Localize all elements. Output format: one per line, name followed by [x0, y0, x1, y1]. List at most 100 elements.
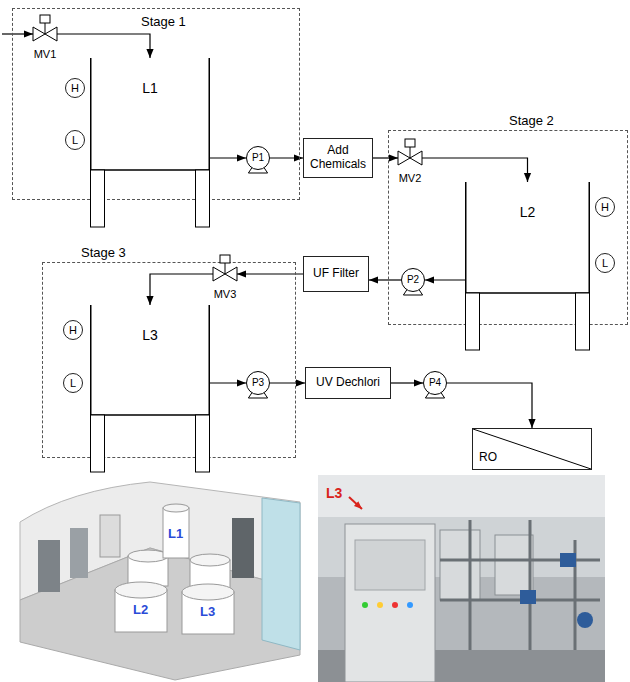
tank-leg [91, 415, 105, 472]
stage-region: Stage 2MV2L2HLP2 [388, 130, 628, 325]
render-tank [163, 508, 189, 558]
pipe-connector [447, 383, 532, 428]
tank-walls [91, 58, 210, 170]
photo-cabinet-panel [355, 540, 425, 590]
pump-casing [247, 372, 270, 395]
level-switch: L [65, 130, 85, 150]
motorized-valve: MV1 [33, 27, 57, 41]
level-label: H [69, 324, 77, 337]
valve-label: MV2 [399, 172, 422, 184]
tank: L1 [90, 58, 210, 170]
level-switch: H [63, 320, 83, 340]
tank-label: L2 [520, 204, 536, 220]
pump: P3 [246, 371, 270, 395]
process-label: UF Filter [313, 267, 359, 281]
valve-label-holder: MV3 [214, 284, 237, 302]
process-label: UV Dechlori [316, 376, 380, 390]
valve-actuator [220, 255, 230, 263]
valve-symbol [398, 151, 422, 165]
tank-walls [466, 182, 590, 293]
valve-symbol [213, 267, 237, 281]
photo-valve [520, 590, 536, 604]
photo-ceiling [318, 475, 605, 517]
illustration-label: L2 [133, 602, 148, 617]
process-box: Add Chemicals [303, 138, 373, 178]
render-panel [232, 518, 254, 578]
level-switch: L [63, 373, 83, 393]
tank: L2 [465, 182, 590, 293]
pipe-connector [270, 157, 303, 158]
pipe-connector [373, 157, 398, 158]
tank-outline [90, 305, 210, 415]
pump-label: P1 [252, 152, 264, 164]
ro-diagonal [473, 429, 591, 469]
valve-label: MV1 [34, 48, 57, 60]
connector-group [57, 34, 532, 428]
render-floor [20, 548, 300, 680]
render-tank-top [182, 584, 234, 600]
render-cabinet [70, 528, 88, 578]
illustration-label: L3 [326, 485, 342, 501]
stage-heading: Stage 3 [81, 245, 126, 260]
pipe-connector [237, 273, 303, 274]
photo-vessel [495, 535, 533, 595]
label-holder: L3 [326, 484, 342, 502]
tank-leg [196, 170, 210, 227]
pump-label: P2 [407, 274, 419, 286]
pipe-connector [425, 279, 465, 280]
heading-holder: Stage 3 [81, 243, 126, 261]
render-tank-top [163, 504, 189, 512]
valve-stem [410, 147, 411, 158]
pump-label: P4 [429, 377, 441, 389]
level-label: H [71, 82, 79, 95]
pump: P2 [401, 268, 425, 292]
motorized-valve: MV3 [213, 267, 237, 281]
level-label: L [70, 377, 76, 390]
render-dosing-tank [100, 515, 120, 557]
stage-region: Stage 1 MV1L1 H L P1 [12, 8, 300, 200]
pipe-connector [391, 382, 423, 383]
stage-heading: Stage 1 [141, 14, 186, 29]
pump-casing [247, 147, 270, 170]
render-cabinet [38, 540, 60, 592]
tank-outline [90, 58, 210, 170]
photo-lamp [377, 602, 383, 608]
photo-lamp [407, 602, 413, 608]
illustration-label: L3 [200, 604, 215, 619]
level-label: L [72, 134, 78, 147]
tank-label: L1 [142, 80, 158, 96]
level-label: L [602, 257, 608, 270]
tank-outline [465, 182, 590, 293]
pump: P1 [246, 146, 270, 170]
pump: P4 [423, 371, 447, 395]
photo-vessel [440, 530, 480, 600]
render-tank-top [115, 582, 167, 598]
pipe-connector [270, 382, 305, 383]
pipe-connector [369, 279, 401, 280]
tank-leg [91, 170, 105, 227]
pipe-connector [57, 34, 150, 58]
pipe-connector [150, 274, 213, 305]
level-switch: L [595, 253, 615, 273]
pipe-connector [422, 158, 528, 182]
render-tank-top [128, 550, 168, 562]
label-holder: L3 [200, 602, 215, 620]
pump-casing [402, 269, 425, 292]
label-holder: L1 [168, 524, 183, 542]
render-ground [5, 478, 305, 682]
pipe-connector [210, 157, 246, 158]
photo-lamp [362, 602, 368, 608]
photo-illustration [318, 475, 605, 682]
photo-ground [318, 475, 605, 682]
valve-symbol [33, 27, 57, 41]
photo-lamp [392, 602, 398, 608]
tank-leg [576, 293, 590, 350]
process-box: UV Dechlori [305, 367, 391, 399]
valve-actuator [405, 139, 415, 147]
valve-stem [45, 23, 46, 34]
tank: L3 [90, 305, 210, 415]
